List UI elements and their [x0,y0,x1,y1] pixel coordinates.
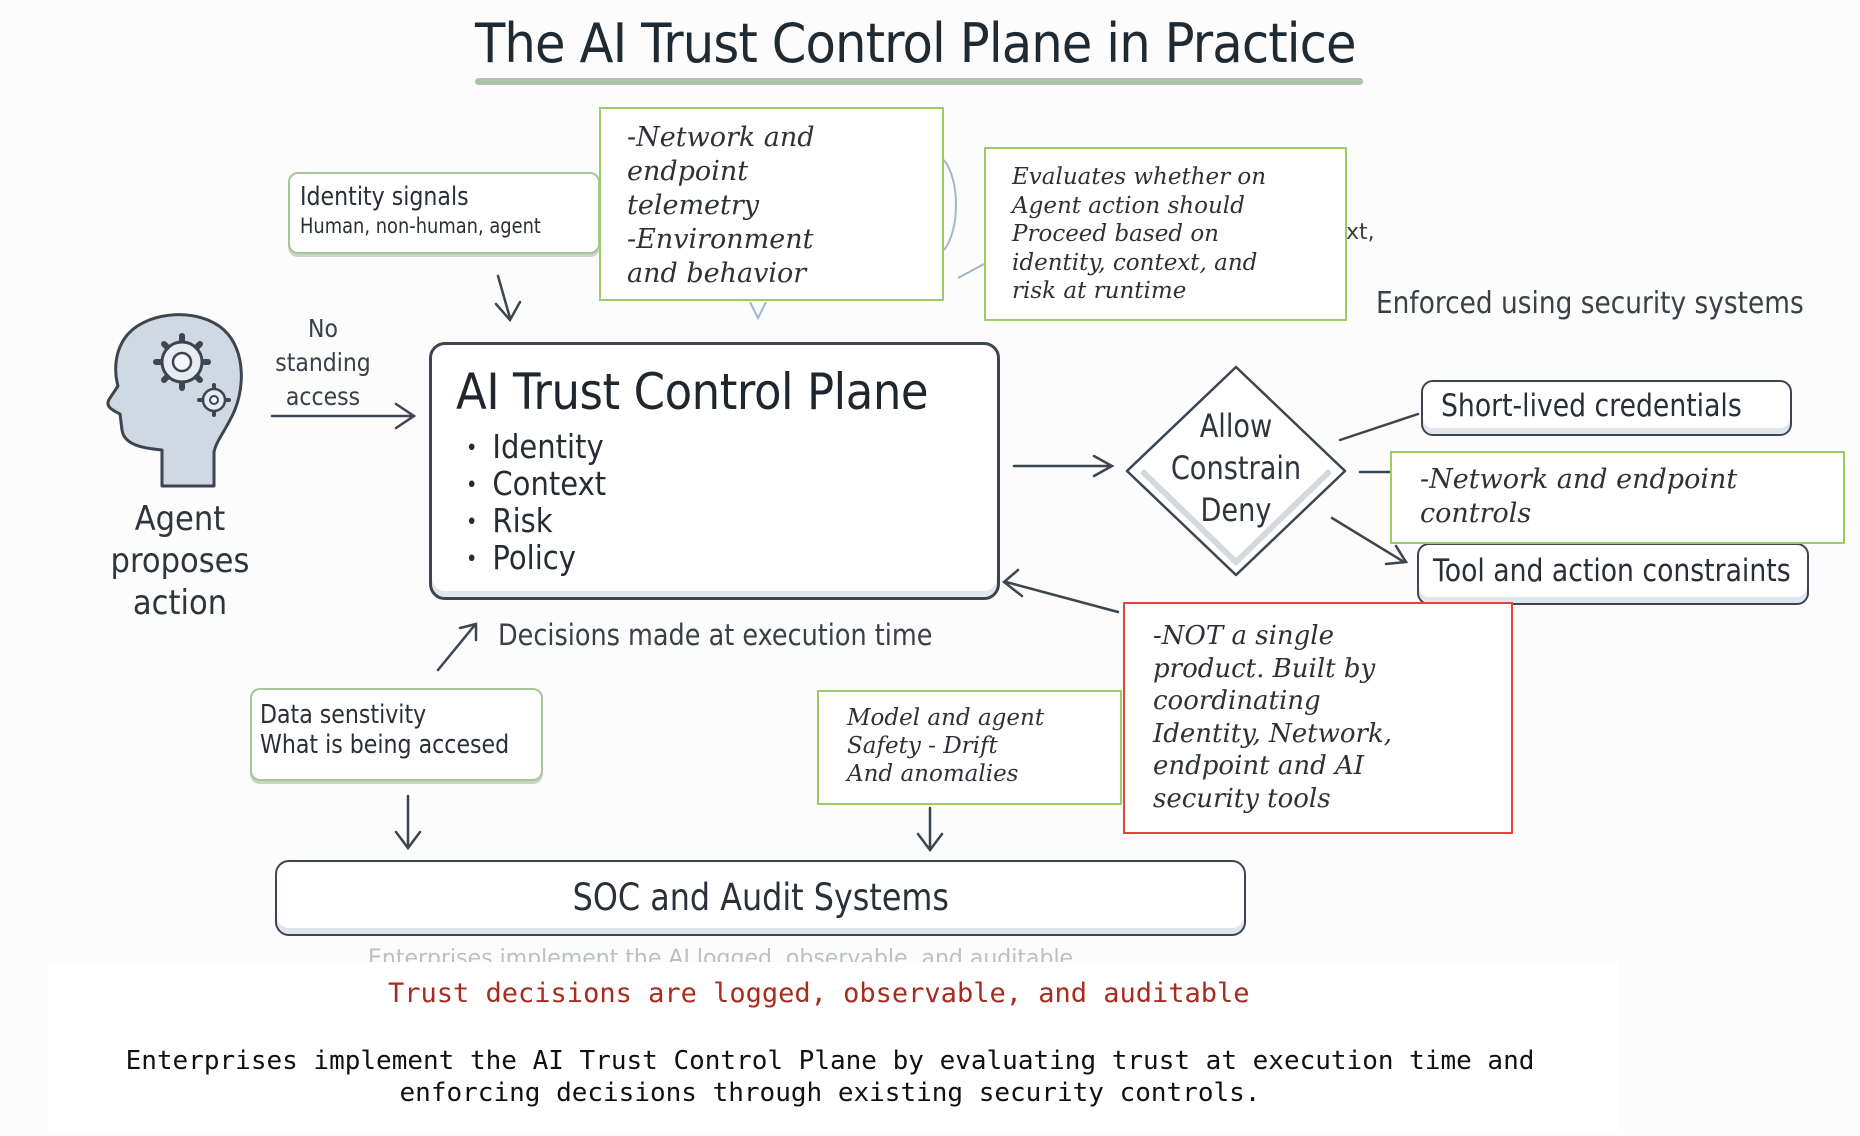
note-line: And anomalies [847,761,1019,787]
head-with-gears-icon [106,313,243,488]
note-line: endpoint [627,156,749,187]
ai-trust-control-plane-box: AI Trust Control Plane Identity Context … [429,342,1000,600]
tool-action-constraints-box: Tool and action constraints [1417,543,1809,605]
arrow-data-to-soc [394,794,422,851]
decision-diamond [1125,365,1347,577]
network-controls-note: -Network and endpoint controls [1390,451,1845,544]
model-safety-note: Model and agent Safety - Drift And anoma… [817,690,1122,805]
note-line: telemetry [627,190,760,221]
identity-signals-title: Identity signals [300,182,469,212]
note-line: identity, context, and [1012,249,1258,276]
control-plane-title: AI Trust Control Plane [456,363,929,421]
arrow-red-to-plane [1002,568,1120,614]
arrow-plane-to-decision [1012,454,1115,478]
note-line: -Network and endpoint [1420,464,1738,495]
note-line: Identity, Network, [1153,718,1392,749]
agent-label: Agent proposes action [108,498,252,624]
tool-constraints-label: Tool and action constraints [1433,553,1791,589]
note-line: Proceed based on [1012,221,1219,247]
label-line: No standing [275,314,371,377]
decision-labels: Allow Constrain Deny [1168,405,1304,531]
identity-signals-subtitle: Human, non-human, agent [300,214,541,238]
note-line: Evaluates whether on [1012,164,1267,190]
decision-constrain: Constrain [1170,449,1302,487]
note-line: -Network and [627,122,815,153]
soc-audit-box: SOC and Audit Systems [275,860,1246,936]
evaluates-note: Evaluates whether on Agent action should… [984,147,1347,321]
arrow-agent-to-plane [270,402,417,430]
note-line: controls [1420,498,1532,529]
partial-text-fragment: xt, [1346,220,1375,245]
line-decision-to-short-lived [1338,412,1420,442]
decision-deny: Deny [1200,491,1272,529]
data-sensitivity-title: Data senstivity [260,700,427,730]
not-single-product-note: -NOT a single product. Built by coordina… [1123,602,1513,834]
note-line: endpoint and AI [1153,751,1365,781]
telemetry-pointer [749,159,985,321]
note-line: product. Built by [1153,653,1376,684]
note-line: Safety - Drift [847,733,998,759]
label-line: action [132,583,228,623]
note-line: -Environment [627,224,814,255]
arrow-data-to-plane [436,622,478,672]
note-line: and behavior [627,258,807,289]
caption-panel [48,962,1618,1132]
note-line: -NOT a single [1153,621,1334,651]
list-item: Risk [466,503,912,540]
short-lived-credentials-box: Short-lived credentials [1421,380,1792,436]
list-item: Identity [466,429,912,466]
telemetry-note: -Network and endpoint telemetry -Environ… [599,107,944,301]
note-line: Agent action should [1012,192,1245,219]
note-line: security tools [1153,783,1331,814]
decisions-execution-label: Decisions made at execution time [498,618,933,652]
label-line: access [285,382,361,411]
enforced-label: Enforced using security systems [1376,286,1804,321]
arrow-identity-to-plane [494,274,522,323]
list-item: Context [466,466,912,503]
red-caption: Trust decisions are logged, observable, … [388,978,1250,1009]
no-standing-access-label: No standing access [257,312,389,414]
arrow-decision-to-tool [1330,516,1409,566]
list-item: Policy [466,540,912,577]
note-line: Model and agent [847,705,1045,731]
data-sensitivity-subtitle: What is being accesed [260,730,510,760]
title-underline [475,78,1363,85]
page-title: The AI Trust Control Plane in Practice [475,12,1357,75]
soc-label: SOC and Audit Systems [572,876,949,919]
note-line: coordinating [1153,686,1321,716]
identity-signals-box: Identity signals Human, non-human, agent [288,172,600,254]
ghost-text: Enterprises implement the AI logged, obs… [368,948,1074,962]
label-line: proposes [110,541,250,581]
note-line: risk at runtime [1012,278,1187,304]
label-line: Agent [134,499,226,539]
summary-text: Enterprises implement the AI Trust Contr… [125,1046,1535,1108]
arrow-model-to-soc [916,806,944,853]
data-sensitivity-box: Data senstivity What is being accesed [250,688,543,781]
control-plane-list: Identity Context Risk Policy [456,429,973,577]
short-lived-label: Short-lived credentials [1441,388,1742,424]
decision-allow: Allow [1199,407,1273,445]
